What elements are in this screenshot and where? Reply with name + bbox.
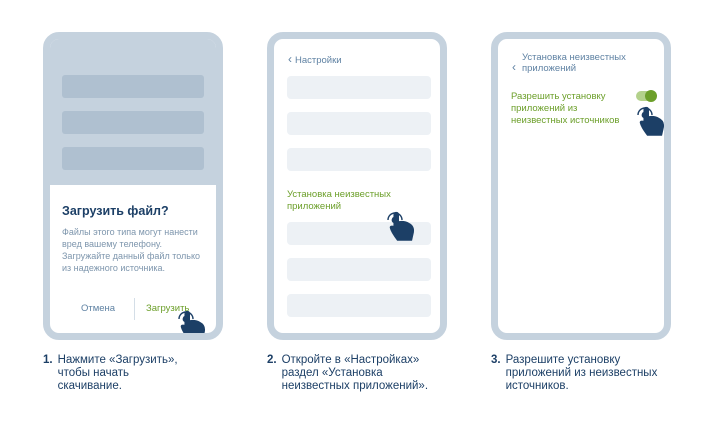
step-number: 3.	[491, 354, 501, 366]
step-caption-2: 2. Откройте в «Настройках» раздел «Устано…	[267, 354, 447, 394]
tap-hand-icon	[637, 106, 664, 136]
unknown-apps-setting[interactable]: Установка неизвестных приложений	[287, 189, 391, 212]
upload-button[interactable]: Загрузить	[146, 303, 190, 314]
settings-item[interactable]	[287, 148, 431, 171]
chevron-left-icon: ‹	[512, 60, 516, 74]
chevron-left-icon: ‹	[288, 52, 292, 66]
settings-item[interactable]	[287, 76, 431, 99]
dialog-title: Загрузить файл?	[62, 204, 169, 218]
dimmed-background	[50, 39, 216, 185]
dialog-body: Файлы этого типа могут нанести вред ваше…	[62, 227, 201, 273]
step-caption-3: 3. Разрешите установку приложений из неиз…	[491, 354, 671, 394]
back-label: Настройки	[295, 55, 342, 66]
button-divider	[134, 298, 135, 320]
step-text: Разрешите установку приложений из неизве…	[505, 354, 658, 393]
phone-step-2: ‹Настройки Установка неизвестных приложе…	[267, 32, 447, 340]
step-text: Откройте в «Настройках» раздел «Установк…	[281, 354, 429, 393]
settings-item[interactable]	[287, 294, 431, 317]
allow-unknown-sources-label: Разрешить установку приложений из неизве…	[511, 91, 620, 126]
toggle-switch-icon[interactable]	[636, 90, 657, 102]
settings-item[interactable]	[287, 258, 431, 281]
step-text: Нажмите «Загрузить», чтобы начать скачив…	[57, 354, 178, 393]
settings-item[interactable]	[287, 112, 431, 135]
placeholder-bar	[62, 75, 204, 98]
cancel-button[interactable]: Отмена	[81, 303, 116, 314]
phone-step-1: Загрузить файл? Файлы этого типа могут н…	[43, 32, 223, 340]
back-link[interactable]: ‹Настройки	[288, 53, 342, 67]
step-number: 2.	[267, 354, 277, 366]
step-number: 1.	[43, 354, 53, 366]
tap-hand-icon	[178, 310, 206, 333]
placeholder-bar	[62, 147, 204, 170]
phone-step-3: ‹ Установка неизвестных приложений Разре…	[491, 32, 671, 340]
tap-hand-icon	[387, 211, 415, 241]
back-label: Установка неизвестных приложений	[522, 52, 626, 74]
placeholder-bar	[62, 111, 204, 134]
step-caption-1: 1. Нажмите «Загрузить», чтобы начать скач…	[43, 354, 213, 394]
toggle-knob	[645, 90, 657, 102]
